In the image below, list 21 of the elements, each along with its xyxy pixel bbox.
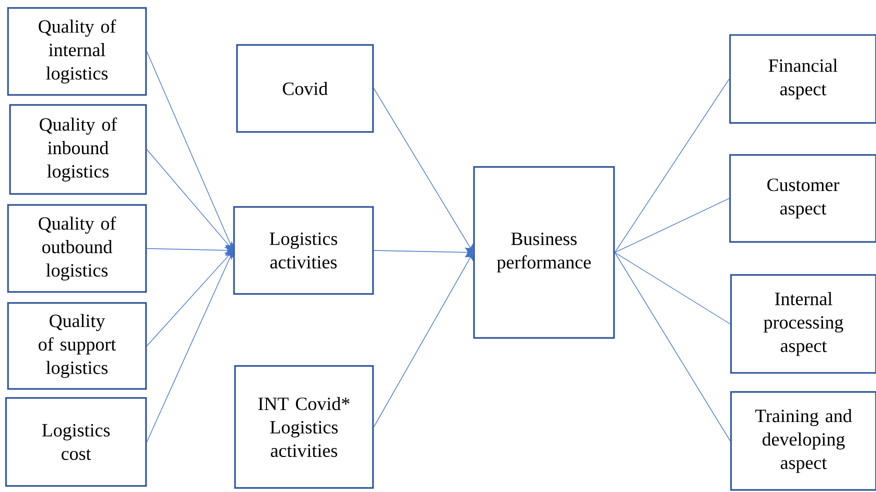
box: Covid [236, 44, 374, 133]
connector-line [373, 88, 474, 252]
connector-line [614, 78, 730, 253]
connector-line [373, 252, 474, 428]
box: Quality of support logistics [7, 302, 147, 390]
box: Quality of inbound logistics [9, 104, 147, 195]
connector-line [614, 252, 731, 442]
box: Customer aspect [729, 154, 876, 243]
box: Internal processing aspect [730, 274, 876, 374]
box: Business performance [473, 166, 615, 339]
box: Logistics cost [5, 397, 147, 487]
box: Financial aspect [729, 34, 876, 124]
box: Training and developing aspect [730, 391, 876, 491]
box: INT Covid* Logistics activities [234, 365, 374, 489]
box: Logistics activities [233, 206, 374, 295]
box: Quality of internal logistics [7, 7, 147, 96]
connector-line [614, 252, 731, 324]
connector-line [146, 51, 235, 250]
connector-line [614, 198, 730, 253]
connector-line [146, 149, 234, 250]
box: Quality of outbound logistics [7, 204, 147, 293]
